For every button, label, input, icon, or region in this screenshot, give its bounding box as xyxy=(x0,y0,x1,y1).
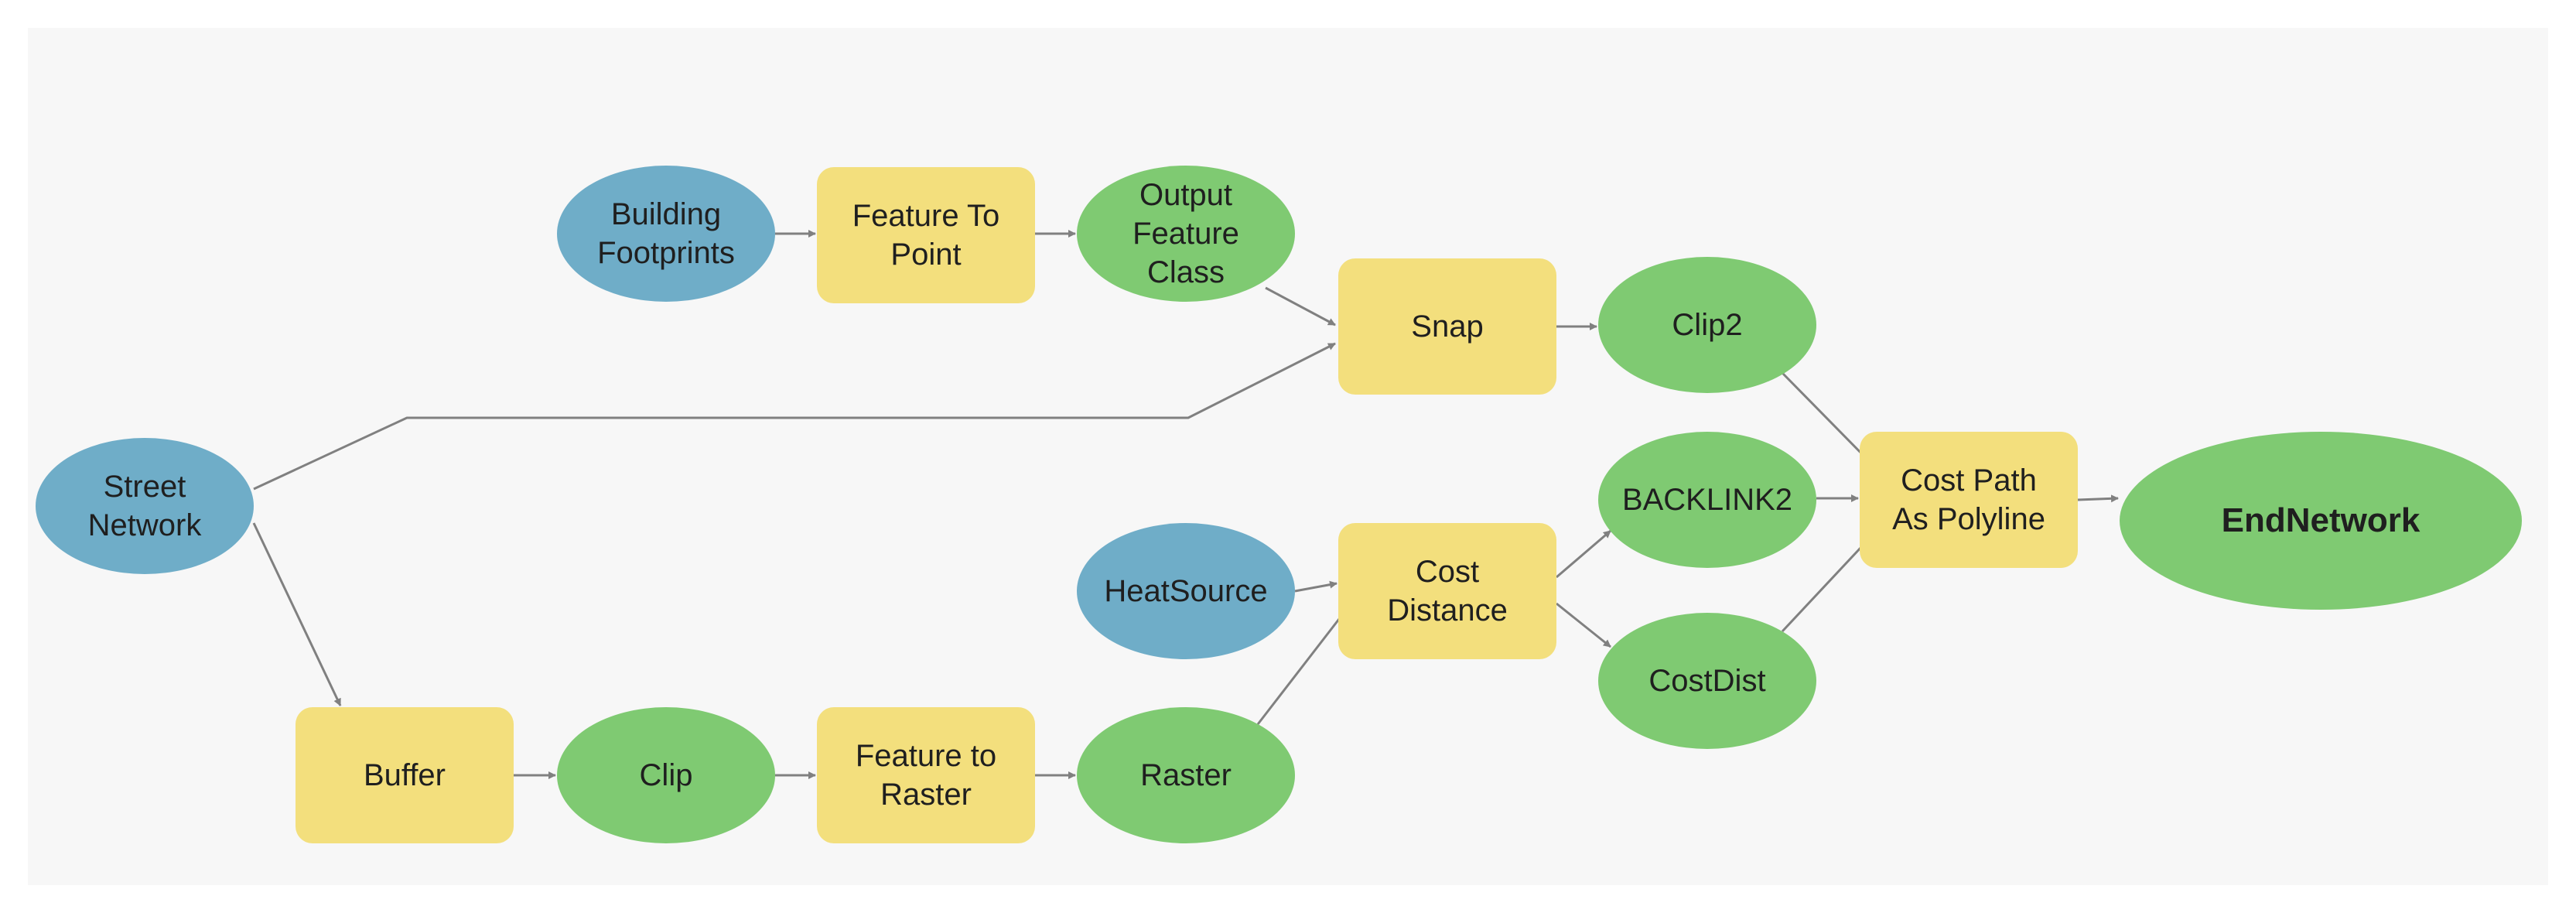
connector-layer xyxy=(252,230,2119,779)
node-cost-path-as-polyline[interactable]: Cost Path As Polyline xyxy=(1860,432,2078,568)
node-feature-to-point[interactable]: Feature To Point xyxy=(817,167,1035,303)
node-cost-distance[interactable]: Cost Distance xyxy=(1338,523,1556,659)
node-label: Clip xyxy=(639,758,693,792)
node-label: CostDist xyxy=(1648,664,1766,698)
node-label: Feature To Point xyxy=(852,199,1000,272)
node-label: Clip2 xyxy=(1672,308,1743,342)
node-raster[interactable]: Raster xyxy=(1077,707,1295,843)
node-snap[interactable]: Snap xyxy=(1338,258,1556,395)
node-label: HeatSource xyxy=(1104,574,1268,608)
node-street-network[interactable]: Street Network xyxy=(36,438,254,574)
edge-costdist-to-cost-path xyxy=(1781,532,1875,633)
node-label: EndNetwork xyxy=(2221,501,2421,539)
edge-cost-path-to-endnetwork xyxy=(2077,494,2119,503)
edge-heatsource-to-cost-distance xyxy=(1294,580,1338,593)
node-output-feature-class[interactable]: Output Feature Class xyxy=(1077,166,1295,302)
edge-street-network-to-snap xyxy=(253,342,1336,491)
node-buffer[interactable]: Buffer xyxy=(296,707,514,843)
node-label: Snap xyxy=(1411,309,1484,344)
node-label: Feature to Raster xyxy=(855,739,997,812)
edge-cost-distance-to-costdist xyxy=(1556,602,1611,648)
node-endnetwork[interactable]: EndNetwork xyxy=(2120,432,2522,610)
edge-raster-to-cost-distance xyxy=(1256,601,1354,725)
edge-cost-distance-to-backlink2 xyxy=(1556,529,1611,579)
node-label: Buffer xyxy=(364,758,446,792)
node-clip[interactable]: Clip xyxy=(557,707,775,843)
edge-clip2-to-cost-path xyxy=(1781,371,1875,467)
node-heatsource[interactable]: HeatSource xyxy=(1077,523,1295,659)
node-feature-to-raster[interactable]: Feature to Raster xyxy=(817,707,1035,843)
node-label: Cost Path As Polyline xyxy=(1892,463,2045,536)
node-building-footprints[interactable]: Building Footprints xyxy=(557,166,775,302)
node-label: Cost Distance xyxy=(1387,555,1508,627)
node-label: BACKLINK2 xyxy=(1621,483,1793,517)
edge-street-network-to-buffer xyxy=(252,522,342,706)
edge-output-feature-class-to-snap xyxy=(1265,286,1336,327)
node-label: Raster xyxy=(1140,758,1232,792)
node-clip2[interactable]: Clip2 xyxy=(1598,257,1816,393)
node-label: Output Feature Class xyxy=(1133,178,1239,289)
node-backlink2[interactable]: BACKLINK2 xyxy=(1598,432,1816,568)
node-label: Building Footprints xyxy=(597,197,735,270)
model-canvas: Building Footprints Feature To Point Out… xyxy=(28,28,2548,885)
node-costdist[interactable]: CostDist xyxy=(1598,613,1816,749)
node-label: Street Network xyxy=(87,470,202,542)
